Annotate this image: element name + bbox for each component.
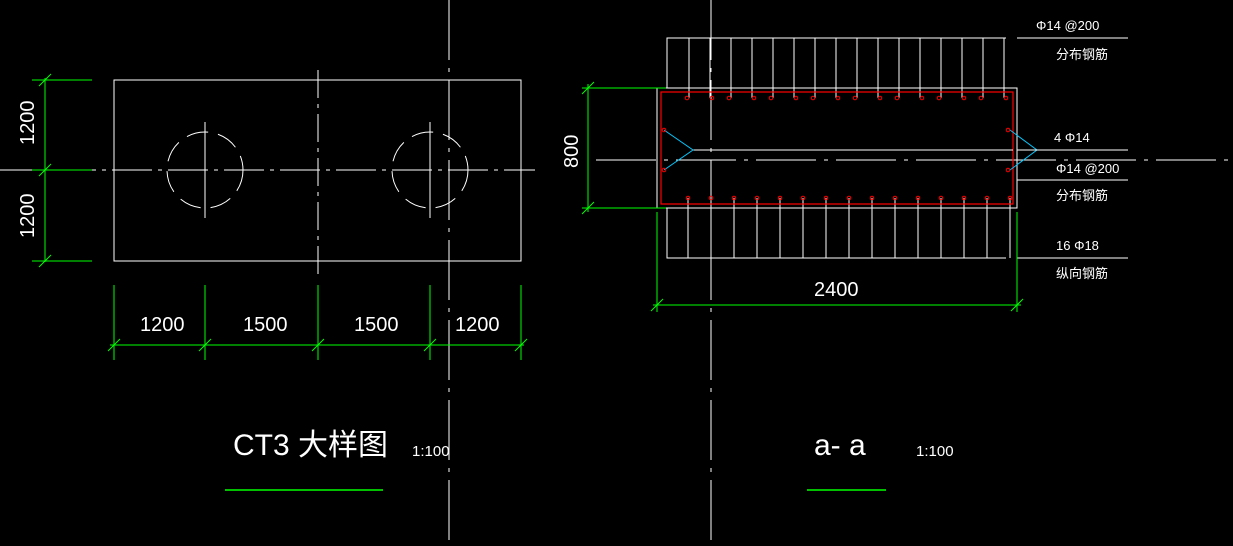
bottom-rebar-dot xyxy=(754,195,760,201)
section-dim-height: 800 xyxy=(561,135,583,168)
bottom-rebar-dot xyxy=(869,195,875,201)
side-rebar-dot xyxy=(661,167,667,173)
top-rebar-dot xyxy=(1003,95,1009,101)
tie-left xyxy=(663,129,694,171)
note-long-bar: 16 Φ18 xyxy=(1056,238,1099,253)
top-rebar-dot xyxy=(684,95,690,101)
plan-vertical-dimension xyxy=(32,73,92,268)
note-top-dist-label: 分布钢筋 xyxy=(1056,47,1108,62)
top-rebar-dot xyxy=(919,95,925,101)
top-rebar-dot xyxy=(726,95,732,101)
pile-left xyxy=(166,122,244,218)
pile-right xyxy=(391,122,469,218)
bottom-rebar-dot xyxy=(800,195,806,201)
note-mid-dist-bar: Φ14 @200 xyxy=(1056,161,1119,176)
top-rebar-dot xyxy=(835,95,841,101)
side-rebar-dot xyxy=(1005,127,1011,133)
top-rebar-dot xyxy=(961,95,967,101)
bottom-rebar-dot xyxy=(984,195,990,201)
pile-cap-outline xyxy=(113,79,522,262)
top-rebar-dot xyxy=(768,95,774,101)
note-mid-dist-label: 分布钢筋 xyxy=(1056,188,1108,203)
plan-horizontal-dimension xyxy=(107,285,528,360)
plan-dim-h-4: 1200 xyxy=(455,314,500,336)
section-dim-width: 2400 xyxy=(814,279,859,301)
section-horizontal-dimension xyxy=(650,212,1024,312)
note-top-dist-bar: Φ14 @200 xyxy=(1036,18,1099,33)
top-distribution-bars xyxy=(666,37,1006,98)
plan-dim-v-2: 1200 xyxy=(17,194,39,239)
bottom-rebar-dot xyxy=(823,195,829,201)
plan-dim-h-2: 1500 xyxy=(243,314,288,336)
bottom-rebar-dot xyxy=(685,195,691,201)
top-rebar-dot xyxy=(877,95,883,101)
plan-dim-h-3: 1500 xyxy=(354,314,399,336)
plan-scale: 1:100 xyxy=(412,443,450,460)
section-scale: 1:100 xyxy=(916,443,954,460)
section-title: a- a xyxy=(814,429,866,462)
side-rebar-dot xyxy=(1005,167,1011,173)
section-outline xyxy=(656,87,1018,209)
section-view: Φ14 @200 分布钢筋 4 Φ14 Φ14 @200 分布钢筋 16 Φ18… xyxy=(561,0,1233,546)
bottom-bar-frame xyxy=(666,208,1006,259)
bottom-rebar-dot xyxy=(915,195,921,201)
top-rebar-dot xyxy=(793,95,799,101)
top-rebar-dot xyxy=(894,95,900,101)
plan-dim-v-1: 1200 xyxy=(17,101,39,146)
bottom-rebar-dot xyxy=(731,195,737,201)
top-rebar-dot xyxy=(810,95,816,101)
rebar-cage xyxy=(660,91,1014,205)
top-rebar-dot xyxy=(852,95,858,101)
section-vertical-dimension xyxy=(581,81,666,215)
top-rebar-dot xyxy=(978,95,984,101)
top-rebar-dot xyxy=(936,95,942,101)
bottom-distribution-bars xyxy=(666,198,1011,259)
bottom-rebar-dot xyxy=(777,195,783,201)
top-rebar-dot xyxy=(751,95,757,101)
bottom-rebar-dot xyxy=(708,195,714,201)
top-bar-frame xyxy=(666,37,1006,88)
bottom-rebar-dot xyxy=(1007,195,1013,201)
top-rebar-dot xyxy=(709,95,715,101)
note-side-bar: 4 Φ14 xyxy=(1054,130,1090,145)
bottom-rebar-dot xyxy=(846,195,852,201)
bottom-rebar-dot xyxy=(892,195,898,201)
bottom-rebar-dot xyxy=(961,195,967,201)
plan-dim-h-1: 1200 xyxy=(140,314,185,336)
plan-title: CT3 大样图 xyxy=(233,429,388,462)
plan-view: 1200 1200 1200 1500 1500 1200 CT3 大样图 1:… xyxy=(0,0,535,546)
bottom-rebar-dot xyxy=(938,195,944,201)
side-rebar-dot xyxy=(661,127,667,133)
note-long-label: 纵向钢筋 xyxy=(1056,266,1108,281)
